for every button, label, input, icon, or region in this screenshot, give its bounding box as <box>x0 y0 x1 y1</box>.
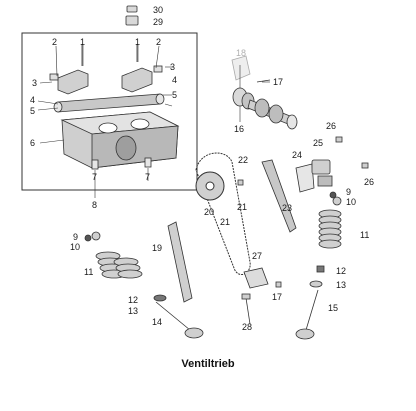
label-26a: 26 <box>326 121 336 131</box>
label-30: 30 <box>153 5 163 15</box>
label-8: 8 <box>92 200 97 210</box>
bolt-28 <box>241 293 251 325</box>
chain-guide-rail <box>261 159 297 233</box>
label-10a: 10 <box>70 242 80 252</box>
label-1a: 1 <box>80 37 85 47</box>
label-22: 22 <box>238 155 248 165</box>
label-5a: 5 <box>30 106 35 116</box>
label-2b: 2 <box>156 37 161 47</box>
valve-spring-right <box>318 209 342 249</box>
label-24: 24 <box>292 150 302 160</box>
leader-lines <box>37 45 270 198</box>
label-13b: 13 <box>336 280 346 290</box>
timing-chain <box>195 152 251 276</box>
label-12a: 12 <box>128 295 138 305</box>
label-26b: 26 <box>364 177 374 187</box>
intake-valve <box>155 301 204 339</box>
label-4a: 4 <box>30 95 35 105</box>
label-2a: 2 <box>52 37 57 47</box>
valve-cotter-left <box>84 231 167 302</box>
label-4b: 4 <box>172 75 177 85</box>
label-27: 27 <box>252 251 262 261</box>
label-25: 25 <box>313 138 323 148</box>
diagram-caption: Ventiltrieb <box>181 358 235 370</box>
label-15: 15 <box>328 303 338 313</box>
label-11b: 11 <box>360 230 369 240</box>
label-10b: 10 <box>346 197 356 207</box>
label-21b: 21 <box>220 217 230 227</box>
label-13a: 13 <box>128 306 138 316</box>
bracket <box>243 267 269 289</box>
valve-cotter-right <box>309 191 342 288</box>
part-29-30-bushings <box>125 5 139 26</box>
label-3b: 3 <box>170 62 175 72</box>
camshaft-assembly <box>231 55 298 130</box>
cylinder-head-group-frame <box>21 32 198 191</box>
valve-spring-left <box>95 251 143 279</box>
label-7b: 7 <box>145 172 150 182</box>
label-9b: 9 <box>346 187 351 197</box>
label-16: 16 <box>234 124 244 134</box>
label-5b: 5 <box>172 90 177 100</box>
label-21a: 21 <box>237 202 247 212</box>
exhaust-valve <box>295 289 319 340</box>
rocker-arm-assembly <box>49 44 165 113</box>
label-18: 18 <box>236 48 246 58</box>
part-labels: 30 29 2 1 1 2 3 3 4 4 5 5 6 7 7 8 18 17 … <box>30 5 374 332</box>
label-20: 20 <box>204 207 214 217</box>
chain-tensioner <box>295 159 333 193</box>
label-7a: 7 <box>92 172 97 182</box>
label-17b: 17 <box>272 292 282 302</box>
label-19: 19 <box>152 243 162 253</box>
label-29: 29 <box>153 17 163 27</box>
cylinder-head-block <box>60 111 180 170</box>
label-14: 14 <box>152 317 162 327</box>
chain-guide-left <box>167 221 193 303</box>
label-1b: 1 <box>135 37 140 47</box>
small-bolts <box>237 136 369 288</box>
label-9a: 9 <box>73 232 78 242</box>
label-11a: 11 <box>84 267 93 277</box>
label-3a: 3 <box>32 78 37 88</box>
label-6: 6 <box>30 138 35 148</box>
label-12b: 12 <box>336 266 346 276</box>
label-17a: 17 <box>273 77 283 87</box>
label-23: 23 <box>282 203 292 213</box>
label-28: 28 <box>242 322 252 332</box>
